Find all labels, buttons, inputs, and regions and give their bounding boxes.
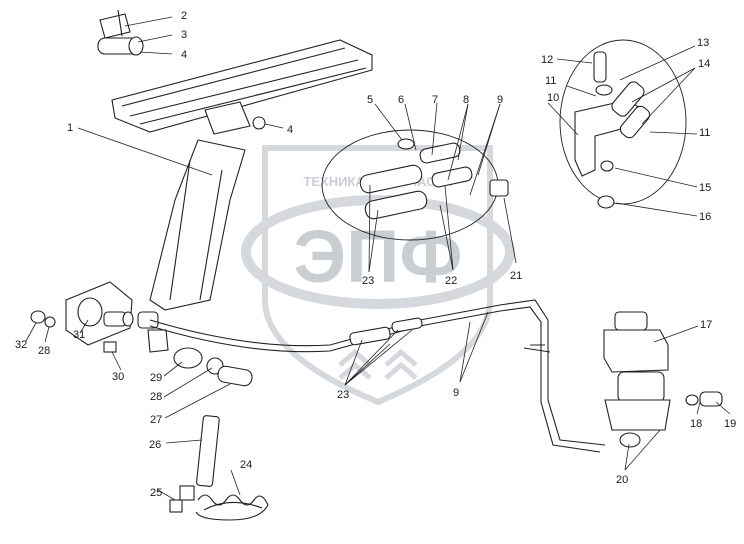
cylinder-body: [137, 139, 246, 353]
callout-3: 3: [181, 29, 187, 41]
callout-19: 19: [724, 418, 736, 430]
callout-7: 7: [432, 94, 438, 106]
callout-27: 27: [150, 414, 162, 426]
callout-9: 9: [497, 94, 503, 106]
callout-11: 11: [699, 127, 710, 139]
callout-25: 25: [150, 487, 162, 499]
valve-unit: [603, 311, 723, 448]
detail-circle-right: [559, 39, 687, 209]
callout-4: 4: [181, 49, 187, 61]
callout-26: 26: [149, 439, 161, 451]
callout-6: 6: [398, 94, 404, 106]
callout-28: 28: [150, 391, 162, 403]
callout-30: 30: [112, 371, 124, 383]
callout-1: 1: [67, 122, 73, 134]
callout-23: 23: [337, 389, 349, 401]
callout-23: 23: [362, 275, 374, 287]
callout-16: 16: [699, 211, 711, 223]
callout-2: 2: [181, 10, 187, 22]
callout-24: 24: [240, 459, 252, 471]
callout-22: 22: [445, 275, 457, 287]
rod-and-spring: [169, 347, 269, 521]
detail-circle-center: [321, 129, 509, 241]
callout-28: 28: [38, 345, 50, 357]
callout-9: 9: [453, 387, 459, 399]
callout-8: 8: [463, 94, 469, 106]
pedal-assembly: [97, 9, 373, 135]
callout-32: 32: [15, 339, 27, 351]
callout-31: 31: [73, 329, 85, 341]
leader-lines: [25, 16, 731, 501]
callout-12: 12: [541, 54, 553, 66]
watermark-logo: ЭПФ: [294, 215, 463, 298]
mounting-bracket: [30, 281, 134, 353]
callout-labels: 2 3 4 4 1 5 6 7 8 9 10 12 13 14 11 11 15…: [15, 10, 736, 499]
callout-20: 20: [616, 474, 628, 486]
callout-21: 21: [510, 270, 522, 282]
callout-11: 11: [545, 75, 556, 87]
callout-18: 18: [690, 418, 702, 430]
callout-17: 17: [700, 319, 712, 331]
callout-13: 13: [697, 37, 709, 49]
callout-29: 29: [150, 372, 162, 384]
callout-14: 14: [698, 58, 710, 70]
callout-4: 4: [287, 124, 293, 136]
callout-10: 10: [547, 92, 559, 104]
callout-15: 15: [699, 182, 711, 194]
brake-lines: [149, 299, 606, 453]
callout-5: 5: [367, 94, 373, 106]
watermark-shield: ТЕХНИКА И ЗАПЧАСТИ ЭПФ: [241, 145, 515, 406]
